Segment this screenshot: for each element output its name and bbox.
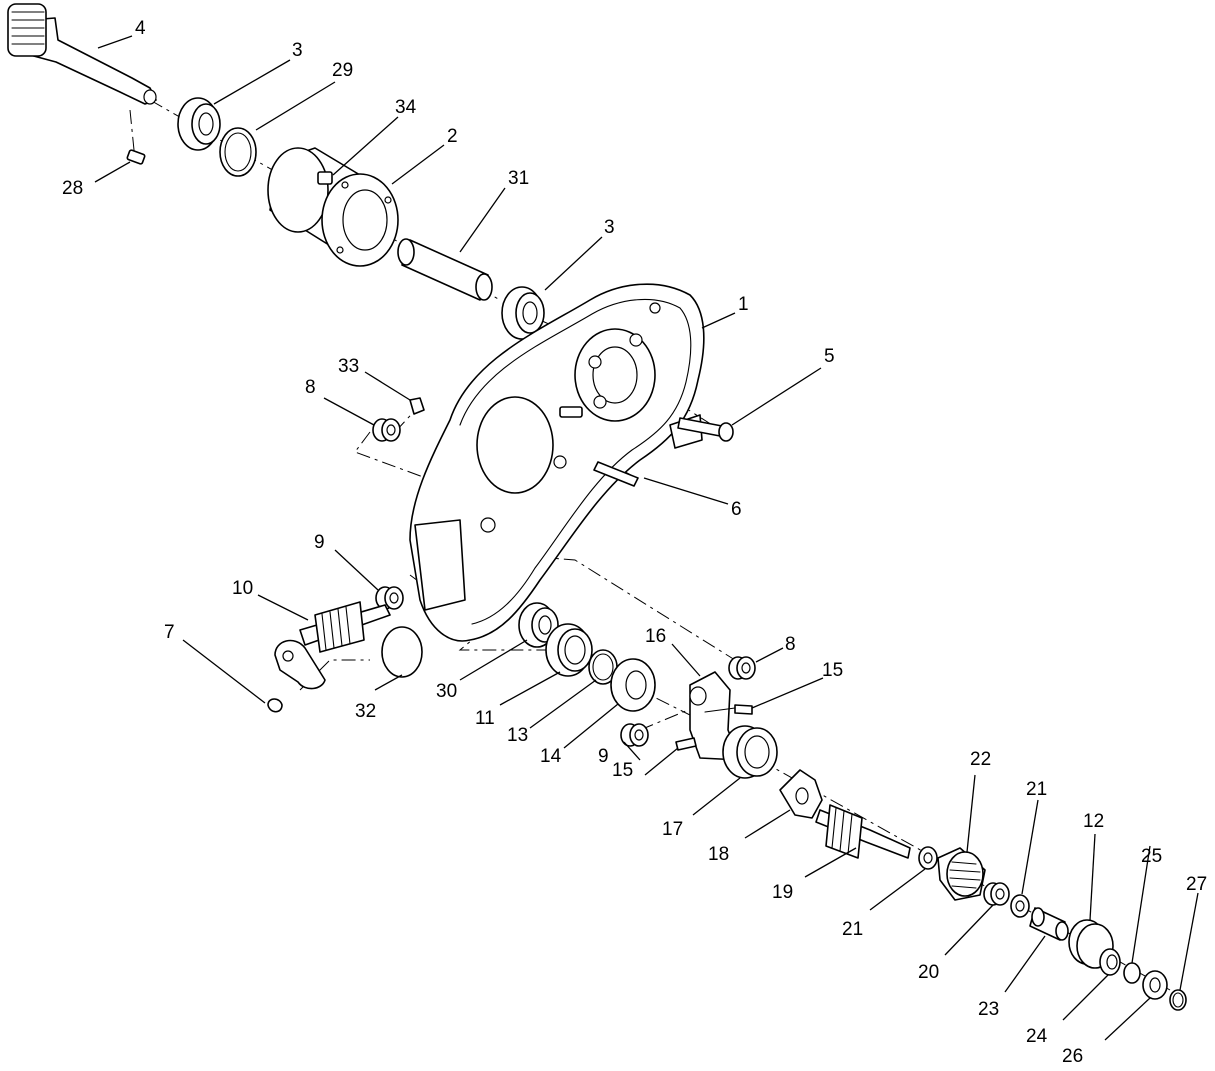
callout-label: 2 <box>447 126 458 147</box>
callout-label: 28 <box>62 178 83 199</box>
part-29-o-ring <box>219 127 257 177</box>
callout-label: 18 <box>708 844 729 865</box>
part-21-washer-lower <box>1010 894 1030 918</box>
part-7-e-clip <box>267 698 283 713</box>
part-4-splined-shaft <box>7 3 157 105</box>
assembly-center-lines <box>129 99 1171 991</box>
part-19-output-shaft <box>815 804 911 859</box>
part-12-spacer <box>1068 919 1114 969</box>
part-15-screw-lower <box>675 737 697 751</box>
part-1-housing-plate <box>409 283 705 642</box>
part-9-bushing-lower <box>620 723 649 747</box>
callout-label: 15 <box>612 760 633 781</box>
callout-label: 19 <box>772 882 793 903</box>
part-25-o-ring <box>1123 962 1141 984</box>
callout-label: 22 <box>970 749 991 770</box>
callout-label: 9 <box>314 532 325 553</box>
part-20-bushing <box>983 882 1010 906</box>
callout-label: 25 <box>1141 846 1162 867</box>
callout-label: 6 <box>731 499 742 520</box>
callout-label: 26 <box>1062 1046 1083 1067</box>
callout-label: 14 <box>540 746 562 767</box>
part-14-washer <box>610 658 656 712</box>
callout-label: 24 <box>1026 1026 1048 1047</box>
callout-label: 11 <box>475 708 495 729</box>
callout-label: 31 <box>508 168 529 189</box>
part-32-plug <box>381 626 423 678</box>
callout-label: 7 <box>164 622 175 643</box>
callout-label: 8 <box>305 377 316 398</box>
part-21-washer-upper <box>918 846 938 870</box>
callout-label: 27 <box>1186 874 1207 895</box>
part-10-lever-shaft <box>274 601 391 690</box>
callout-label: 34 <box>395 97 417 118</box>
callout-label: 33 <box>338 356 359 377</box>
part-33-clip <box>409 397 425 415</box>
callout-label: 21 <box>1026 779 1047 800</box>
callout-labels: 4 3 29 34 2 28 31 3 1 5 33 8 6 9 10 7 32… <box>62 18 1207 1067</box>
callout-label: 16 <box>645 626 666 647</box>
callout-label: 4 <box>135 18 146 39</box>
callout-label: 20 <box>918 962 939 983</box>
part-2-bearing-housing <box>267 147 399 267</box>
part-6-pin <box>593 461 639 487</box>
callout-label: 15 <box>822 660 843 681</box>
part-27-snap-ring <box>1169 989 1187 1011</box>
part-34-clip <box>317 171 333 185</box>
callout-label: 10 <box>232 578 253 599</box>
part-24-washer <box>1099 948 1121 976</box>
part-22-threaded-hub <box>937 847 986 901</box>
part-3-bearing-lower <box>501 286 545 340</box>
callout-label: 30 <box>436 681 457 702</box>
callout-label: 1 <box>738 294 749 315</box>
part-23-pin-shaft <box>1029 907 1069 941</box>
part-28-key <box>126 149 146 165</box>
part-13-snap-ring <box>588 649 618 685</box>
callout-label: 3 <box>604 217 615 238</box>
callout-label: 8 <box>785 634 796 655</box>
part-15-screw-upper <box>734 704 753 715</box>
part-8-bushing-upper <box>372 418 401 442</box>
callout-label: 17 <box>662 819 683 840</box>
callout-label: 13 <box>507 725 528 746</box>
part-17-shift-collar <box>722 725 778 779</box>
callout-label: 5 <box>824 346 835 367</box>
part-31-sleeve <box>397 238 493 301</box>
leader-lines <box>94 35 1199 1041</box>
part-9-bushing-upper <box>375 586 404 610</box>
part-18-clutch-dog <box>779 769 823 819</box>
part-5-bolt <box>677 417 734 442</box>
part-26-washer <box>1142 970 1168 1000</box>
callout-label: 23 <box>978 999 999 1020</box>
part-8-bushing-lower <box>728 656 756 680</box>
callout-label: 9 <box>598 746 609 767</box>
callout-label: 12 <box>1083 811 1104 832</box>
callout-label: 29 <box>332 60 353 81</box>
part-11-seal <box>545 623 593 677</box>
callout-label: 3 <box>292 40 303 61</box>
callout-label: 32 <box>355 701 376 722</box>
callout-label: 21 <box>842 919 863 940</box>
part-3-bearing-upper <box>177 97 221 151</box>
